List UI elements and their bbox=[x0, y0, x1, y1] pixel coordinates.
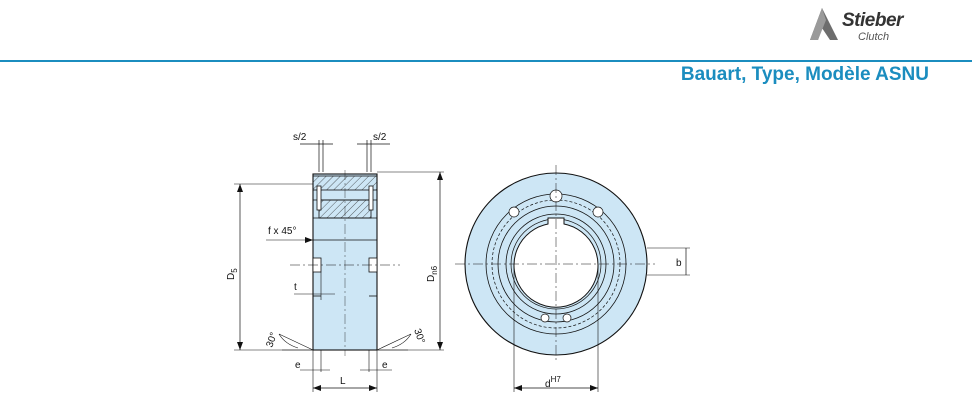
brand-subtitle: Clutch bbox=[858, 31, 890, 43]
label-dn6: Dn6 bbox=[426, 265, 439, 282]
label-f-chamfer: f x 45° bbox=[268, 226, 296, 237]
stieber-logo-mark-icon bbox=[810, 8, 838, 40]
label-angle-left: 30° bbox=[264, 331, 280, 349]
label-t: t bbox=[294, 282, 297, 293]
label-angle-right: 30° bbox=[411, 327, 427, 345]
label-d5: D5 bbox=[226, 268, 239, 280]
side-view: s/2 s/2 D5 Dn6 f x 45° t 30° bbox=[226, 132, 444, 392]
header-rule bbox=[0, 60, 972, 62]
label-e-right: e bbox=[382, 360, 388, 371]
label-b: b bbox=[676, 258, 682, 269]
label-s-half-left: s/2 bbox=[293, 132, 307, 143]
label-e-left: e bbox=[295, 360, 301, 371]
brand-name: Stieber bbox=[842, 10, 903, 31]
stieber-logo: Stieber Clutch bbox=[806, 6, 936, 48]
label-s-half-right: s/2 bbox=[373, 132, 387, 143]
front-view: b dH7 bbox=[455, 165, 690, 392]
label-d: dH7 bbox=[545, 375, 561, 390]
page-title: Bauart, Type, Modèle ASNU bbox=[680, 64, 929, 85]
label-l: L bbox=[340, 376, 346, 387]
